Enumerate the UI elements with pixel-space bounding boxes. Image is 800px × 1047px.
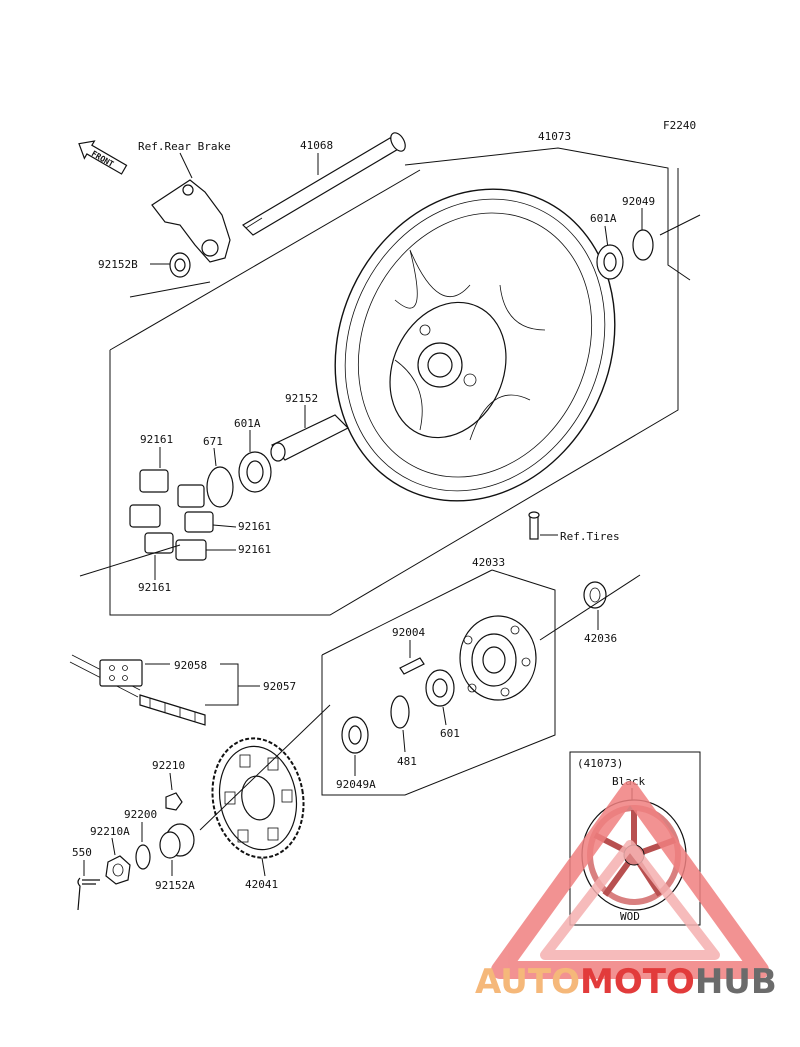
rear-axle	[242, 132, 406, 236]
bearing-601	[425, 669, 455, 707]
callout-axle: 41068	[300, 139, 333, 152]
seal-92049a	[341, 716, 369, 754]
nut-92210	[165, 792, 183, 811]
spacer-92152	[270, 414, 350, 462]
watermark-text: AUTOMOTOHUB	[475, 962, 777, 1002]
callout-damper-mid: 92161	[238, 520, 271, 533]
callout-cotter-pin: 550	[72, 846, 92, 859]
callout-collar-coupling: 42036	[584, 632, 617, 645]
callout-ref-tires: Ref.Tires	[560, 530, 620, 543]
callout-bearing-left: 601A	[234, 417, 261, 430]
callout-collar-sprocket: 92152A	[155, 879, 195, 892]
callout-spacer: 92152	[285, 392, 318, 405]
callout-nut-axle: 92210A	[90, 825, 130, 838]
valve-stem	[528, 511, 540, 540]
watermark-part2: MOTO	[579, 962, 695, 1002]
circlip-481	[390, 695, 410, 729]
callout-oring: 671	[203, 435, 223, 448]
callout-bearing-right: 601A	[590, 212, 617, 225]
inset-code: WOD	[620, 910, 640, 923]
callout-chain: 92057	[263, 680, 296, 693]
bearing-601a-right	[596, 244, 624, 280]
washer-92200	[135, 844, 151, 870]
seal-92049	[632, 229, 654, 261]
callout-ref-rear-brake: Ref.Rear Brake	[138, 140, 231, 153]
caliper-bracket	[151, 179, 231, 263]
callout-damper-lower: 92161	[238, 543, 271, 556]
callout-damper-bottom: 92161	[138, 581, 171, 594]
drive-chain	[69, 654, 206, 726]
callout-coupling: 42033	[472, 556, 505, 569]
collar-92152b	[169, 252, 191, 278]
callout-seal-coupling: 92049A	[336, 778, 376, 791]
watermark-triangle-logo	[491, 781, 769, 979]
callout-stud: 92004	[392, 626, 425, 639]
stud-92004	[399, 657, 425, 675]
oring-671	[206, 466, 234, 508]
rear-wheel	[334, 188, 616, 502]
watermark-part1: AUTO	[475, 962, 580, 1002]
watermark-part3: HUB	[694, 962, 777, 1002]
bearing-601a-left	[238, 451, 272, 493]
figure-code: F2240	[663, 119, 696, 132]
callout-damper-top: 92161	[140, 433, 173, 446]
callout-wheel: 41073	[538, 130, 571, 143]
collar-92152a	[159, 823, 195, 859]
sprocket-coupling	[459, 615, 537, 701]
inset-part-ref: (41073)	[577, 757, 623, 770]
front-arrow-icon: FRONT	[78, 140, 128, 175]
callout-sprocket: 42041	[245, 878, 278, 891]
hub-dampers	[129, 469, 214, 561]
axle-nut-92210a	[105, 855, 131, 885]
callout-washer: 92200	[124, 808, 157, 821]
rear-sprocket	[211, 737, 305, 859]
callout-nut: 92210	[152, 759, 185, 772]
cotter-pin-550	[77, 877, 100, 911]
callout-collar-left: 92152B	[98, 258, 138, 271]
callout-bearing-coupling: 601	[440, 727, 460, 740]
callout-circlip: 481	[397, 755, 417, 768]
callout-seal-right: 92049	[622, 195, 655, 208]
callout-chain-link: 92058	[174, 659, 207, 672]
collar-42036	[583, 581, 607, 609]
